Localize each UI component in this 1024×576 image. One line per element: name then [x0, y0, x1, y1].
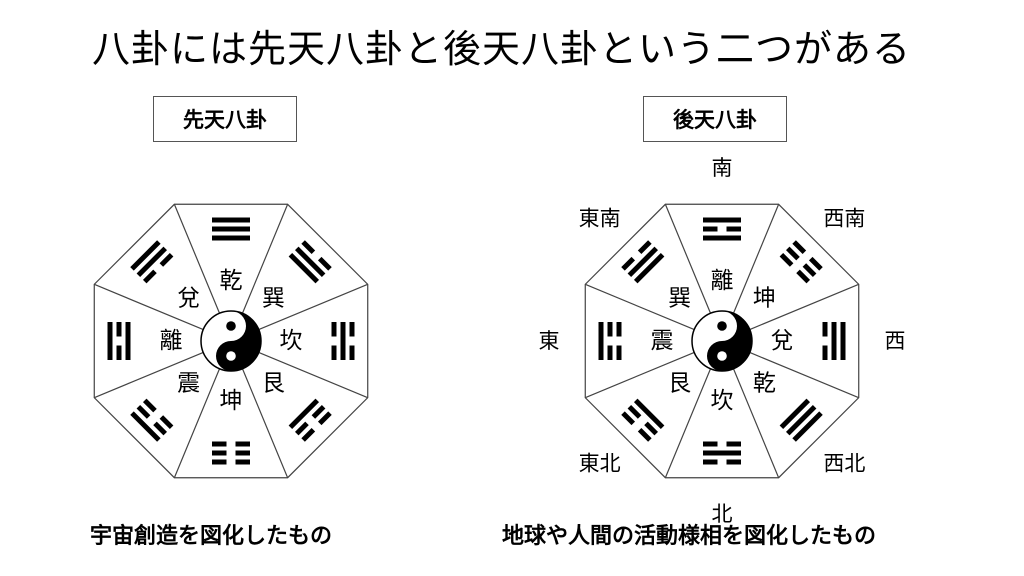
- kouten-trigram-name: 兌: [771, 328, 794, 354]
- kouten-spoke: [749, 351, 859, 399]
- senten-spoke: [241, 368, 289, 478]
- kouten-trigram-icon: [779, 240, 823, 284]
- kouten-direction-label: 西南: [823, 207, 865, 231]
- senten-spoke: [94, 351, 204, 399]
- senten-label: 先天八卦: [153, 96, 297, 142]
- kouten-trigram-name: 巽: [668, 286, 691, 312]
- kouten-yin-yang-icon: [691, 310, 753, 372]
- kouten-spoke: [585, 351, 695, 399]
- kouten-direction-label: 東: [539, 329, 560, 353]
- kouten-trigram-name: 離: [711, 268, 734, 294]
- kouten-trigram-icon: [598, 322, 622, 360]
- senten-trigram-icon: [212, 441, 250, 465]
- senten-caption: 宇宙創造を図化したもの: [90, 524, 333, 549]
- senten-trigram-icon: [130, 240, 174, 284]
- kouten-direction-label: 東北: [579, 451, 621, 475]
- senten-trigram-icon: [288, 398, 332, 442]
- kouten-trigram-name: 艮: [668, 370, 691, 396]
- kouten-trigram-name: 坤: [753, 286, 776, 312]
- kouten-trigram-name: 坎: [711, 388, 734, 414]
- kouten-spoke: [585, 283, 695, 331]
- senten-spoke: [173, 368, 221, 478]
- page-title: 八卦には先天八卦と後天八卦という二つがある: [92, 27, 912, 71]
- senten-trigram-icon: [212, 217, 250, 241]
- senten-spoke: [258, 351, 368, 399]
- senten-spoke: [258, 283, 368, 331]
- kouten-spoke: [732, 368, 780, 478]
- kouten-trigram-icon: [703, 441, 741, 465]
- senten-trigram-icon: [130, 398, 174, 442]
- senten-trigram-name: 艮: [262, 370, 285, 396]
- kouten-trigram-icon: [703, 217, 741, 241]
- kouten-trigram-name: 乾: [753, 370, 776, 396]
- senten-trigram-name: 坎: [280, 328, 303, 354]
- kouten-trigram-icon: [621, 240, 665, 284]
- kouten-spoke: [732, 204, 780, 314]
- senten-trigram-name: 兌: [177, 286, 200, 312]
- senten-trigram-name: 巽: [262, 286, 285, 312]
- kouten-spoke: [664, 368, 712, 478]
- kouten-trigram-icon: [779, 398, 823, 442]
- kouten-caption: 地球や人間の活動様相を図化したもの: [502, 524, 877, 549]
- senten-trigram-icon: [288, 240, 332, 284]
- kouten-spoke: [749, 283, 859, 331]
- kouten-label: 後天八卦: [643, 96, 787, 142]
- kouten-direction-label: 西北: [823, 451, 865, 475]
- senten-spoke: [173, 204, 221, 314]
- senten-trigram-name: 坤: [220, 388, 243, 414]
- senten-spoke: [241, 204, 289, 314]
- senten-trigram-icon: [331, 322, 355, 360]
- senten-trigram-name: 離: [160, 328, 183, 354]
- kouten-trigram-name: 震: [651, 328, 674, 354]
- senten-trigram-name: 震: [177, 370, 200, 396]
- senten-yin-yang-icon: [200, 310, 262, 372]
- kouten-direction-label: 南: [712, 156, 733, 180]
- kouten-trigram-icon: [621, 398, 665, 442]
- senten-trigram-name: 乾: [220, 268, 243, 294]
- kouten-direction-label: 東南: [579, 207, 621, 231]
- kouten-trigram-icon: [822, 322, 846, 360]
- kouten-spoke: [664, 204, 712, 314]
- kouten-direction-label: 西: [885, 329, 906, 353]
- senten-spoke: [94, 283, 204, 331]
- senten-trigram-icon: [107, 322, 131, 360]
- kouten-direction-label: 北: [712, 502, 733, 526]
